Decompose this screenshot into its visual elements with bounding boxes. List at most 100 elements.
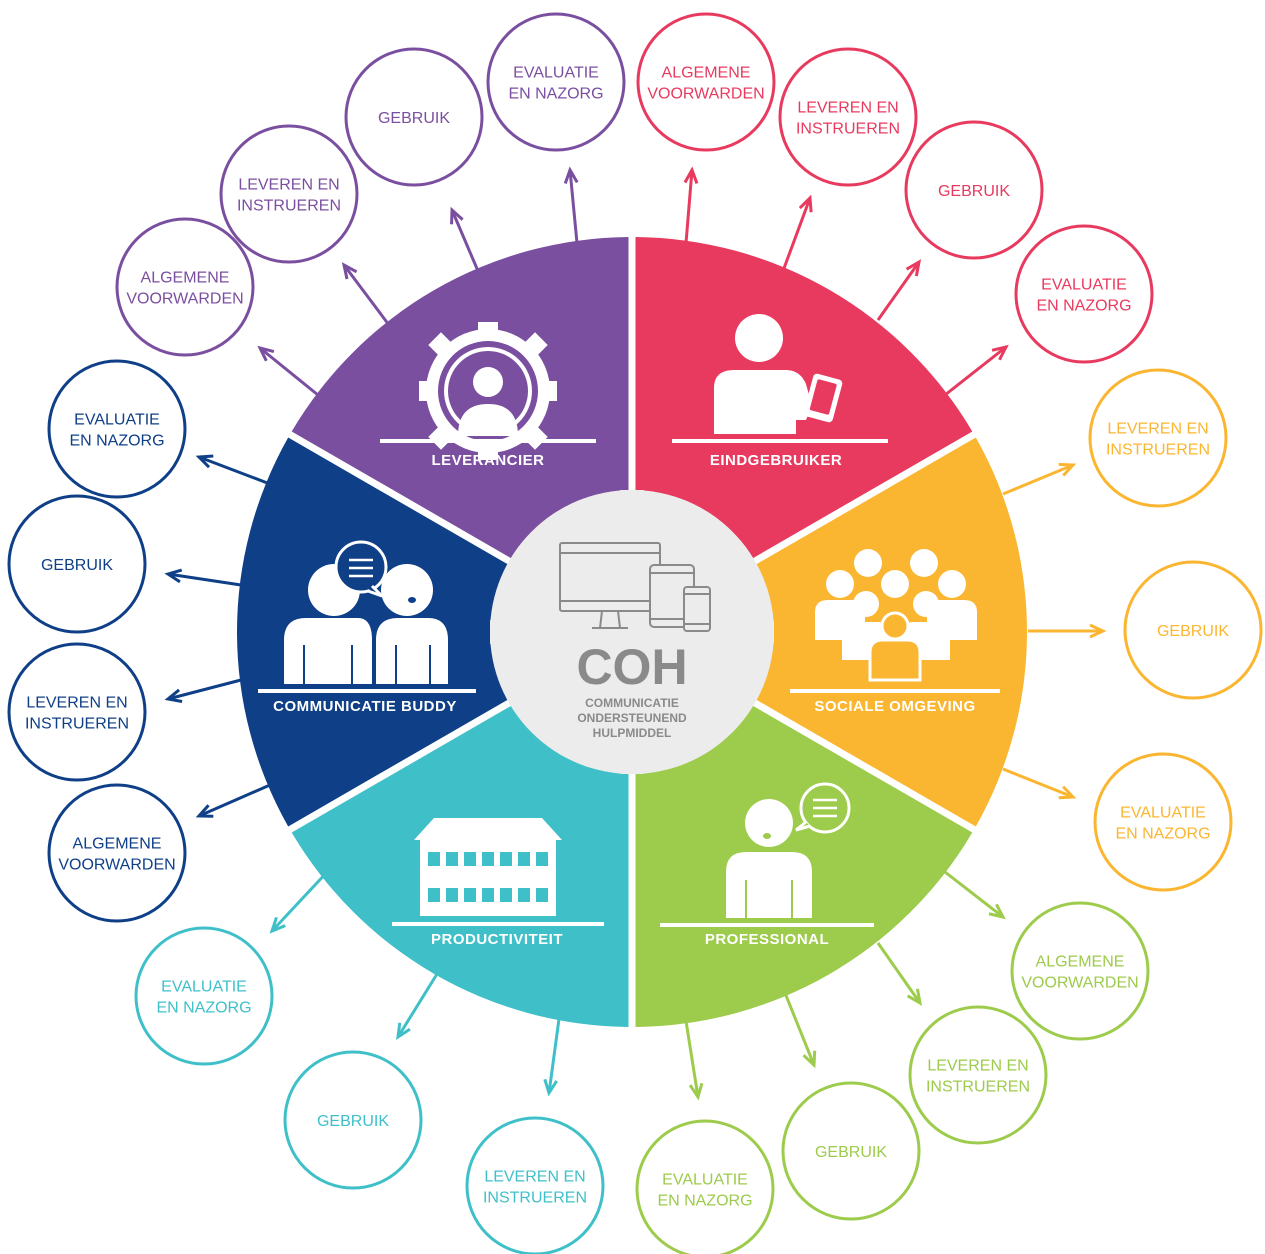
bubble-text: ALGEMENE xyxy=(1036,954,1125,971)
arrow-professional-2 xyxy=(783,992,817,1069)
bubble-sociale-omgeving-1[interactable]: GEBRUIK xyxy=(1123,560,1263,700)
arrow-eindgebruiker-2 xyxy=(876,259,922,321)
segment-label-professional: PROFESSIONAL xyxy=(705,931,829,948)
arrow-leverancier-3 xyxy=(563,166,579,244)
bubble-text: EN NAZORG xyxy=(1036,298,1131,315)
arrows-layer xyxy=(164,166,1107,1101)
arrow-leverancier-1 xyxy=(341,262,391,326)
arrow-communicatie-buddy-0 xyxy=(195,454,271,486)
bubble-communicatie-buddy-1[interactable]: GEBRUIK xyxy=(7,494,147,634)
bubble-eindgebruiker-3[interactable]: EVALUATIE EN NAZORG xyxy=(1014,224,1154,364)
bubble-text: EVALUATIE xyxy=(1120,805,1206,822)
bubble-text: INSTRUEREN xyxy=(237,198,341,215)
arrow-leverancier-2 xyxy=(450,206,480,272)
arrow-productiviteit-1 xyxy=(396,973,439,1041)
arrow-professional-1 xyxy=(876,942,923,1006)
arrow-sociale-omgeving-1 xyxy=(1028,623,1107,639)
center-notch-right xyxy=(762,620,774,644)
bubble-text: GEBRUIK xyxy=(41,557,113,574)
bubble-text: VOORWARDEN xyxy=(58,857,175,874)
arrow-sociale-omgeving-2 xyxy=(1002,767,1077,800)
bubble-eindgebruiker-0[interactable]: ALGEMENE VOORWARDEN xyxy=(636,12,776,152)
bubble-productiviteit-2[interactable]: LEVEREN EN INSTRUEREN xyxy=(465,1116,605,1254)
bubble-productiviteit-1[interactable]: GEBRUIK xyxy=(283,1050,423,1190)
segment-label-eindgebruiker: EINDGEBRUIKER xyxy=(710,452,842,469)
bubble-professional-1[interactable]: LEVEREN EN INSTRUEREN xyxy=(908,1005,1048,1145)
arrow-productiviteit-0 xyxy=(269,868,331,934)
segment-label-communicatie-buddy: COMMUNICATIE BUDDY xyxy=(273,698,457,715)
bubble-sociale-omgeving-0[interactable]: LEVEREN EN INSTRUEREN xyxy=(1088,368,1228,508)
bubble-text: INSTRUEREN xyxy=(25,716,129,733)
segment-label-sociale-omgeving: SOCIALE OMGEVING xyxy=(814,698,975,715)
bubble-text: INSTRUEREN xyxy=(1106,442,1210,459)
bubble-text: GEBRUIK xyxy=(1157,623,1229,640)
bubble-text: LEVEREN EN xyxy=(484,1169,585,1186)
center-notch-left xyxy=(490,620,502,644)
labels-layer: LEVERANCIER EINDGEBRUIKER SOCIALE OMGEVING… xyxy=(273,452,975,948)
bubble-eindgebruiker-2[interactable]: GEBRUIK xyxy=(904,120,1044,260)
center-notch-bottom xyxy=(620,762,644,774)
bubble-text: GEBRUIK xyxy=(378,110,450,127)
bubble-text: GEBRUIK xyxy=(938,183,1010,200)
building-icon xyxy=(392,818,604,926)
bubble-text: LEVEREN EN xyxy=(26,695,127,712)
bubble-leverancier-1[interactable]: LEVEREN EN INSTRUEREN xyxy=(219,124,359,264)
bubble-text: LEVEREN EN xyxy=(927,1058,1028,1075)
segment-communicatie-buddy[interactable] xyxy=(237,437,510,827)
arrow-sociale-omgeving-0 xyxy=(1002,462,1077,496)
center-subtitle-1: COMMUNICATIE xyxy=(585,696,679,710)
bubble-text: VOORWARDEN xyxy=(647,86,764,103)
arrow-professional-3 xyxy=(684,1020,704,1101)
bubble-text: VOORWARDEN xyxy=(126,291,243,308)
bubble-text: EN NAZORG xyxy=(69,433,164,450)
devices-icon xyxy=(559,542,711,632)
arrow-eindgebruiker-3 xyxy=(944,344,1009,397)
bubble-text: LEVEREN EN xyxy=(238,177,339,194)
arrow-communicatie-buddy-3 xyxy=(195,783,271,818)
bubble-leverancier-2[interactable]: GEBRUIK xyxy=(344,47,484,187)
bubble-text: GEBRUIK xyxy=(317,1113,389,1130)
bubble-text: ALGEMENE xyxy=(73,836,162,853)
arrow-eindgebruiker-0 xyxy=(683,166,699,244)
arrow-leverancier-0 xyxy=(257,345,319,397)
bubble-text: EN NAZORG xyxy=(508,86,603,103)
arrow-eindgebruiker-1 xyxy=(781,194,813,272)
bubble-text: ALGEMENE xyxy=(662,65,751,82)
segment-label-productiviteit: PRODUCTIVITEIT xyxy=(431,931,563,948)
bubble-professional-3[interactable]: EVALUATIE EN NAZORG xyxy=(635,1119,775,1254)
bubble-text: INSTRUEREN xyxy=(483,1190,587,1207)
bubble-productiviteit-0[interactable]: EVALUATIE EN NAZORG xyxy=(134,926,274,1066)
bubble-text: EVALUATIE xyxy=(74,412,160,429)
bubble-text: VOORWARDEN xyxy=(1021,975,1138,992)
center-title: COH xyxy=(576,639,687,695)
bubble-communicatie-buddy-0[interactable]: EVALUATIE EN NAZORG xyxy=(47,359,187,499)
arrow-productiviteit-2 xyxy=(543,1018,561,1097)
segment-label-leverancier: LEVERANCIER xyxy=(431,452,544,469)
bubble-professional-0[interactable]: ALGEMENE VOORWARDEN xyxy=(1010,901,1150,1041)
bubble-text: EVALUATIE xyxy=(161,979,247,996)
bubble-text: INSTRUEREN xyxy=(796,121,900,138)
person-phone-icon xyxy=(672,314,888,443)
bubble-text: EVALUATIE xyxy=(513,65,599,82)
bubbles-layer: ALGEMENE VOORWARDEN LEVEREN EN INSTRUEREN GE… xyxy=(7,12,1263,1254)
bubble-text: EVALUATIE xyxy=(662,1172,748,1189)
bubble-text: EVALUATIE xyxy=(1041,277,1127,294)
bubble-text: INSTRUEREN xyxy=(926,1079,1030,1096)
gear-person-icon xyxy=(380,322,596,460)
bubble-text: EN NAZORG xyxy=(657,1193,752,1210)
arrow-communicatie-buddy-1 xyxy=(164,568,242,587)
bubble-communicatie-buddy-3[interactable]: ALGEMENE VOORWARDEN xyxy=(47,783,187,923)
bubble-communicatie-buddy-2[interactable]: LEVEREN EN INSTRUEREN xyxy=(7,642,147,782)
center-hub: COH COMMUNICATIE ONDERSTEUNEND HULPMIDDE… xyxy=(490,490,774,774)
center-notch-top xyxy=(620,490,644,502)
bubble-text: EN NAZORG xyxy=(156,1000,251,1017)
bubble-text: LEVEREN EN xyxy=(1107,421,1208,438)
arrow-professional-0 xyxy=(944,870,1006,920)
bubble-leverancier-3[interactable]: EVALUATIE EN NAZORG xyxy=(486,12,626,152)
bubble-professional-2[interactable]: GEBRUIK xyxy=(781,1081,921,1221)
center-subtitle-3: HULPMIDDEL xyxy=(593,726,672,740)
